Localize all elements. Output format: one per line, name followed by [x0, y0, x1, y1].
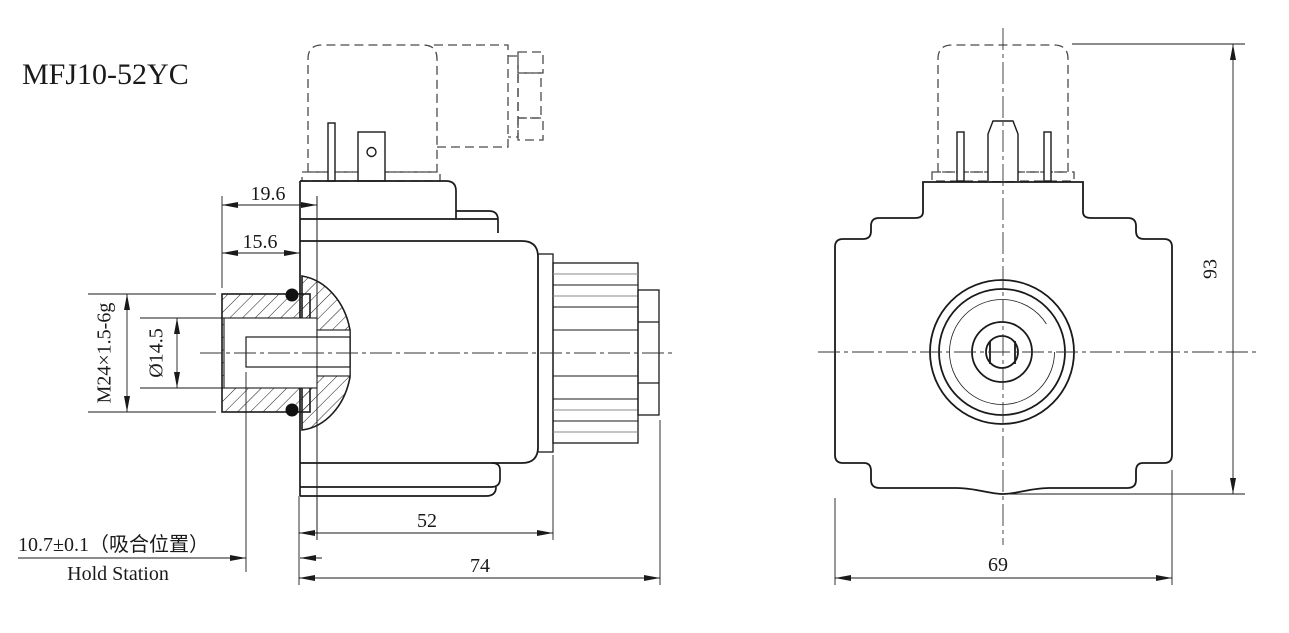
top-plate: [300, 180, 457, 219]
rib-lines: [553, 284, 638, 422]
rear-section: [537, 253, 660, 453]
dimension-69: 69: [834, 470, 1173, 585]
cable-gland-bottom: [517, 117, 544, 141]
end-cap: [637, 289, 660, 416]
connector-body-outline: [307, 44, 438, 173]
dim-52-text: 52: [417, 510, 437, 532]
dim-93-text: 93: [1200, 259, 1222, 279]
o-ring-bottom: [285, 403, 299, 417]
hold-position-text: 10.7±0.1（吸合位置）: [18, 533, 209, 556]
connector-front-outline: [937, 44, 1069, 173]
cable-gland-neck: [508, 55, 519, 138]
terminal-hole: [366, 146, 377, 158]
din-connector-side: [301, 44, 544, 182]
dimension-bore: Ø14.5: [140, 317, 224, 389]
bottom-lip: [300, 486, 497, 497]
thread-spec-text: M24×1.5-6g: [94, 303, 116, 404]
second-plate: [456, 210, 499, 233]
connector-extension-outline: [430, 44, 509, 148]
terminals-side: [327, 122, 386, 182]
o-ring-top: [285, 288, 299, 302]
rib-lines-light: [553, 273, 638, 433]
armature-plunger: [245, 336, 351, 368]
dimensions: 19.6 15.6 M24×1.5-6g Ø14.5 10.7±0.1（吸合位置…: [18, 43, 1245, 585]
dimension-93: 93: [1005, 43, 1245, 495]
dimension-19-6: 19.6: [221, 183, 317, 288]
cable-gland-mid: [517, 72, 542, 119]
front-view: [818, 28, 1258, 545]
terminal-left: [956, 131, 965, 182]
model-title: MFJ10-52YC: [22, 58, 189, 91]
dim-15-6-text: 15.6: [243, 231, 278, 253]
front-body-outline: [834, 181, 1173, 495]
dim-74-text: 74: [470, 555, 490, 577]
terminal-pin-thin: [327, 122, 336, 182]
terminal-right: [1043, 131, 1052, 182]
dimension-thread: M24×1.5-6g: [88, 293, 216, 413]
armature-tube-section: [221, 196, 351, 540]
dimension-74: 74: [299, 420, 661, 585]
dimension-hold-station: 10.7±0.1（吸合位置） Hold Station: [18, 372, 322, 585]
dim-19-6-text: 19.6: [251, 183, 286, 205]
dimension-52: 52: [298, 455, 554, 585]
bore-diameter-text: Ø14.5: [146, 328, 168, 377]
dimension-15-6: 15.6: [222, 231, 300, 256]
cable-gland-top: [517, 51, 544, 74]
bottom-plate: [300, 462, 501, 488]
side-view: [200, 44, 672, 540]
hold-station-text: Hold Station: [67, 563, 169, 585]
dim-69-text: 69: [988, 554, 1008, 576]
